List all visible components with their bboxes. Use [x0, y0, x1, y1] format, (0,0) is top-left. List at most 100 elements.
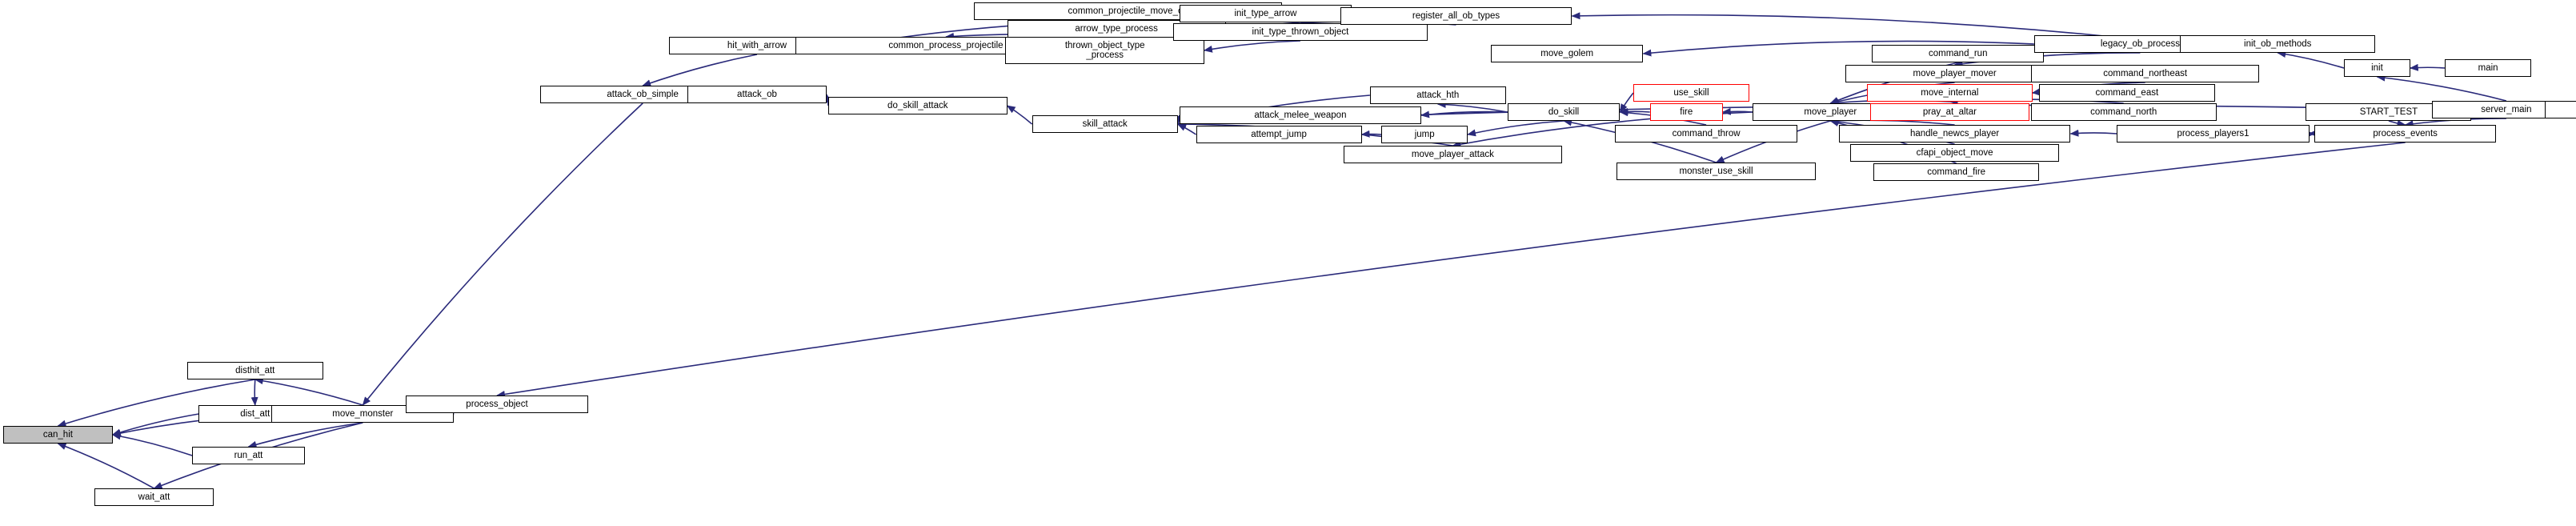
graph-node-attack-hth[interactable]: attack_hth	[1369, 86, 1506, 104]
graph-node-attempt-jump[interactable]: attempt_jump	[1196, 126, 1362, 143]
graph-node-label: common_projectile_move_on	[1068, 6, 1188, 16]
graph-node-label: wait_att	[138, 492, 170, 502]
graph-node-label: attempt_jump	[1251, 129, 1307, 139]
graph-node-main-bottom[interactable]: main	[2544, 101, 2576, 118]
graph-node-label: process_players1	[2177, 128, 2249, 139]
graph-node-label: arrow_type_process	[1075, 23, 1158, 34]
graph-node-skill-attack[interactable]: skill_attack	[1032, 115, 1178, 133]
graph-node-attack-melee-weapon[interactable]: attack_melee_weapon	[1179, 106, 1422, 124]
graph-node-init-ob-methods[interactable]: init_ob_methods	[2180, 35, 2376, 53]
graph-node-server-main[interactable]: server_main	[2431, 101, 2576, 118]
graph-edge	[1203, 40, 1300, 53]
graph-node-label: use_skill	[1673, 87, 1709, 98]
graph-node-label: server_main	[2481, 104, 2532, 114]
graph-node-init-type-thrown-object[interactable]: init_type_thrown_object	[1172, 23, 1428, 41]
graph-node-use-skill[interactable]: use_skill	[1633, 84, 1749, 102]
graph-node-label: do_skill	[1548, 106, 1580, 117]
graph-edge	[111, 432, 193, 456]
graph-node-label: disthit_att	[235, 365, 275, 375]
graph-node-label: common_process_projectile	[888, 40, 1004, 50]
graph-node-command-run[interactable]: command_run	[1872, 45, 2045, 62]
graph-node-register-all-ob-types[interactable]: register_all_ob_types	[1340, 7, 1572, 25]
graph-node-label: run_att	[234, 450, 263, 460]
graph-node-label: init_ob_methods	[2244, 38, 2312, 49]
graph-node-label: main	[2478, 62, 2498, 73]
graph-node-label: dist_att	[240, 408, 270, 419]
graph-node-label: can_hit	[42, 429, 73, 440]
graph-edge	[2277, 50, 2345, 69]
graph-edge	[1436, 100, 1508, 113]
graph-node-label: do_skill_attack	[887, 100, 948, 110]
graph-node-run-att[interactable]: run_att	[192, 447, 305, 464]
graph-node-move-internal[interactable]: move_internal	[1866, 84, 2033, 102]
graph-node-attack-ob[interactable]: attack_ob	[687, 86, 827, 103]
graph-edge	[642, 54, 758, 86]
graph-node-label: init_type_arrow	[1234, 8, 1297, 18]
graph-node-label: command_east	[2095, 87, 2159, 98]
graph-node-move-player[interactable]: move_player	[1753, 103, 1909, 121]
graph-node-init[interactable]: init	[2344, 59, 2410, 77]
graph-node-label: thrown_object_type _process	[1064, 40, 1145, 60]
graph-node-pray-at-altar[interactable]: pray_at_altar	[1870, 103, 2029, 121]
graph-node-label: init	[2371, 62, 2383, 73]
graph-node-label: move_golem	[1540, 48, 1594, 58]
graph-node-process-object[interactable]: process_object	[406, 396, 588, 413]
graph-node-cfapi-object-move[interactable]: cfapi_object_move	[1850, 144, 2059, 162]
graph-node-command-fire[interactable]: command_fire	[1873, 163, 2040, 181]
graph-node-command-throw[interactable]: command_throw	[1615, 125, 1797, 143]
graph-node-thrown-object-type-process[interactable]: thrown_object_type _process	[1005, 37, 1204, 64]
graph-node-label: move_player	[1804, 106, 1857, 117]
graph-edge	[2376, 74, 2507, 102]
graph-node-process-events[interactable]: process_events	[2314, 125, 2497, 143]
graph-edge	[247, 422, 363, 448]
graph-node-init-type-arrow[interactable]: init_type_arrow	[1179, 5, 1352, 22]
graph-node-do-skill-attack[interactable]: do_skill_attack	[828, 97, 1008, 114]
graph-node-command-north[interactable]: command_north	[2030, 103, 2217, 121]
graph-node-label: jump	[1414, 129, 1435, 139]
graph-node-label: process_object	[466, 399, 528, 409]
graph-node-do-skill[interactable]: do_skill	[1507, 103, 1621, 121]
graph-edge	[254, 377, 363, 406]
graph-node-handle-newcs-player[interactable]: handle_newcs_player	[1838, 125, 2071, 143]
graph-edge	[57, 443, 154, 489]
graph-node-monster-use-skill[interactable]: monster_use_skill	[1617, 163, 1816, 180]
graph-node-move-player-mover[interactable]: move_player_mover	[1845, 65, 2065, 82]
graph-node-label: process_events	[2373, 128, 2438, 139]
graph-node-label: init_type_thrown_object	[1252, 26, 1349, 37]
graph-node-move-player-attack[interactable]: move_player_attack	[1343, 146, 1562, 163]
graph-node-label: attack_melee_weapon	[1254, 110, 1347, 120]
graph-node-label: monster_use_skill	[1679, 166, 1753, 176]
graph-node-main-top[interactable]: main	[2445, 59, 2531, 77]
graph-edge	[57, 379, 255, 428]
graph-node-process-players1[interactable]: process_players1	[2117, 125, 2310, 143]
graph-node-label: move_player_mover	[1913, 68, 1997, 78]
graph-node-label: attack_hth	[1416, 90, 1460, 100]
graph-node-label: pray_at_altar	[1922, 106, 1977, 117]
graph-edge	[250, 379, 258, 406]
graph-node-label: fire	[1680, 106, 1693, 117]
graph-node-jump[interactable]: jump	[1381, 126, 1468, 143]
graph-node-label: skill_attack	[1082, 118, 1128, 129]
graph-node-label: move_player_attack	[1411, 149, 1494, 159]
graph-node-wait-att[interactable]: wait_att	[94, 488, 214, 506]
graph-node-label: command_north	[2090, 106, 2157, 117]
graph-node-label: register_all_ob_types	[1412, 10, 1500, 21]
graph-edge	[2388, 119, 2406, 127]
graph-node-fire[interactable]: fire	[1649, 103, 1723, 121]
graph-node-label: cfapi_object_move	[1916, 147, 1993, 158]
graph-node-disthit-att[interactable]: disthit_att	[186, 362, 323, 379]
graph-node-label: command_throw	[1672, 128, 1741, 139]
graph-node-label: attack_ob	[737, 89, 777, 99]
graph-node-label: hit_with_arrow	[727, 40, 787, 50]
graph-edge	[2409, 63, 2446, 71]
graph-node-command-northeast[interactable]: command_northeast	[2030, 65, 2260, 82]
graph-edge	[1467, 120, 1564, 137]
graph-edge	[111, 413, 199, 436]
graph-node-can-hit[interactable]: can_hit	[3, 426, 113, 444]
graph-node-move-golem[interactable]: move_golem	[1491, 45, 1644, 62]
graph-edge	[1571, 12, 2181, 45]
graph-edge	[824, 94, 832, 106]
graph-edge	[2069, 129, 2117, 137]
graph-node-command-east[interactable]: command_east	[2039, 84, 2215, 102]
